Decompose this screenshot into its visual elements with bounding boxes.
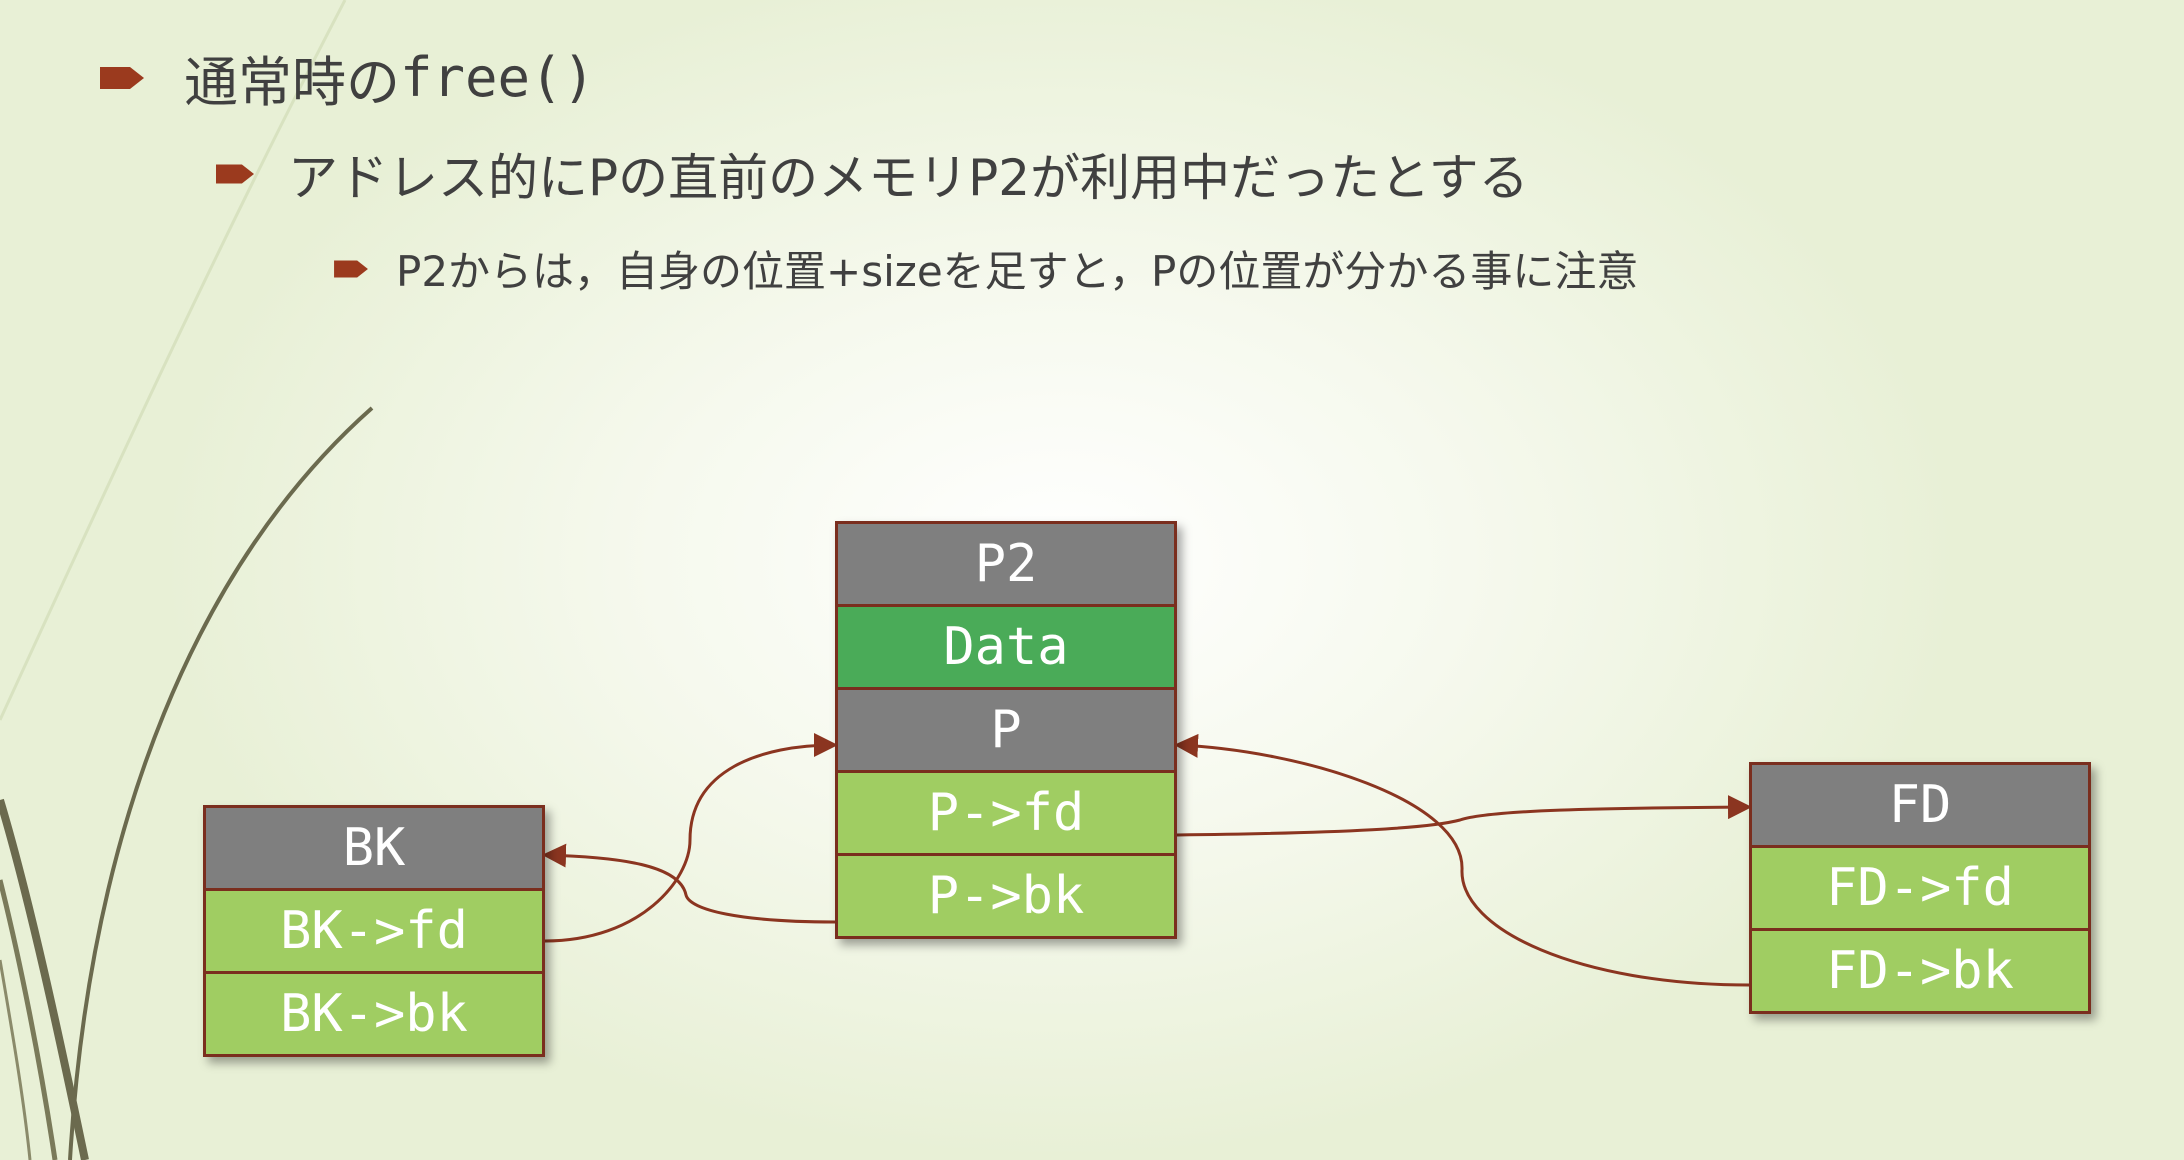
connector-bk-fd-to-p — [544, 733, 838, 943]
connector-p-fd-to-fd — [1176, 795, 1752, 837]
chunk-p-bk: P->bk — [835, 853, 1177, 939]
chunk-p2-data: Data — [835, 604, 1177, 690]
chunk-fd-header: FD — [1749, 762, 2091, 848]
chunk-bk-bk: BK->bk — [203, 971, 545, 1057]
chunk-fd: FD FD->fd FD->bk — [1749, 762, 2091, 1014]
bullet-level2-text: アドレス的にPの直前のメモリP2が利用中だったとする — [288, 149, 1529, 207]
right-arrow-icon — [216, 164, 254, 184]
bullet-level1-code: free() — [400, 46, 596, 109]
chunk-fd-bk: FD->bk — [1749, 928, 2091, 1014]
bullet-level3: P2からは，自身の位置+sizeを足すと，Pの位置が分かる事に注意 — [334, 238, 1638, 299]
chunk-p2-header: P2 — [835, 521, 1177, 607]
connector-p-bk-to-bk — [542, 843, 836, 924]
right-arrow-icon — [334, 260, 368, 277]
bullet-level2: アドレス的にPの直前のメモリP2が利用中だったとする — [216, 138, 1529, 210]
chunk-p-fd: P->fd — [835, 770, 1177, 856]
connector-fd-bk-to-p — [1174, 733, 1750, 987]
chunk-p-header: P — [835, 687, 1177, 773]
chunk-bk: BK BK->fd BK->bk — [203, 805, 545, 1057]
bullet-level1-text: 通常時の — [184, 51, 400, 114]
bullet-level3-text: P2からは，自身の位置+sizeを足すと，Pの位置が分かる事に注意 — [396, 247, 1639, 296]
chunk-bk-header: BK — [203, 805, 545, 891]
chunk-fd-fd: FD->fd — [1749, 845, 2091, 931]
right-arrow-icon — [100, 66, 144, 89]
chunk-bk-fd: BK->fd — [203, 888, 545, 974]
chunk-p2-p: P2 Data P P->fd P->bk — [835, 521, 1177, 939]
